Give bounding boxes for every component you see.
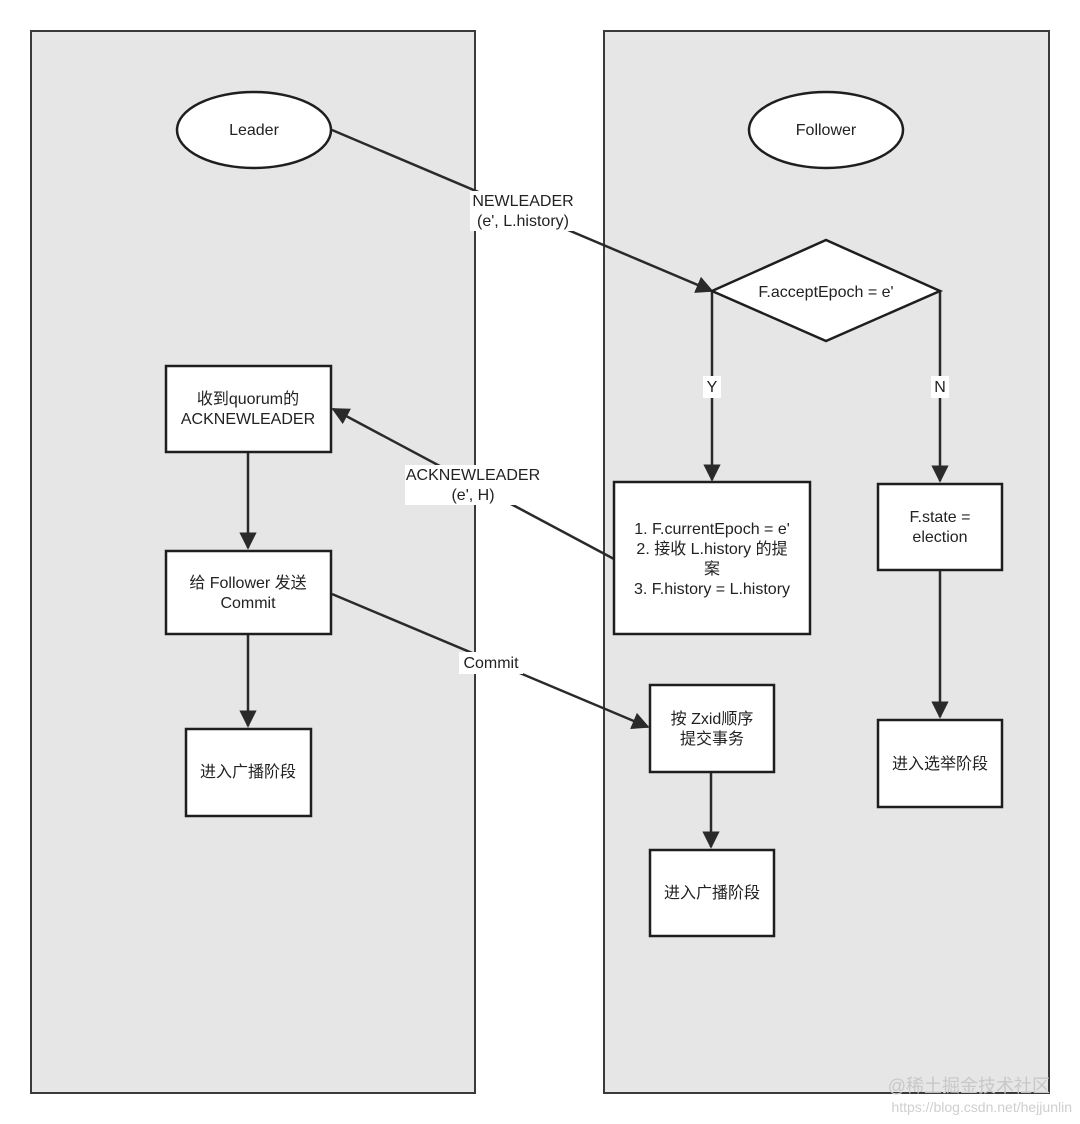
leader-title: Leader bbox=[229, 122, 279, 139]
follower-title: Follower bbox=[796, 122, 857, 139]
send-commit-line1: 给 Follower 发送 bbox=[189, 574, 306, 592]
send-commit-box bbox=[164, 549, 333, 636]
follower-state-box bbox=[876, 482, 1004, 572]
follower-node bbox=[747, 90, 905, 170]
decision-label: F.acceptEpoch = e' bbox=[758, 284, 893, 301]
ackleader-label-line1: ACKNEWLEADER bbox=[406, 467, 540, 484]
watermark-line1: @稀土掘金技术社区 bbox=[888, 1076, 1050, 1096]
receive-ack-line1: 收到quorum的 bbox=[197, 390, 299, 408]
state-line1: F.state = bbox=[910, 509, 971, 526]
accept-line2: 2. 接收 L.history 的提 bbox=[636, 540, 787, 558]
receive-quorum-ack-box bbox=[164, 364, 333, 454]
newleader-label-bg bbox=[470, 191, 576, 231]
accept-line1: 1. F.currentEpoch = e' bbox=[634, 521, 790, 538]
ackleader-label-line2: (e', H) bbox=[451, 487, 494, 504]
no-label-bg bbox=[931, 376, 949, 398]
leader-broadcast-box bbox=[184, 727, 313, 818]
follower-election-box bbox=[876, 718, 1004, 809]
accept-line4: 3. F.history = L.history bbox=[634, 581, 790, 598]
watermark-line2: https://blog.csdn.net/hejjunlin bbox=[891, 1099, 1072, 1115]
newleader-label-line2: (e', L.history) bbox=[477, 213, 569, 230]
no-label: N bbox=[934, 379, 946, 396]
commit-label: Commit bbox=[463, 655, 519, 672]
leader-broadcast-label: 进入广播阶段 bbox=[200, 763, 296, 781]
follower-broadcast-box bbox=[648, 848, 776, 938]
follower-commit-line1: 按 Zxid顺序 bbox=[671, 710, 754, 728]
election-label: 进入选举阶段 bbox=[892, 755, 988, 773]
accept-epoch-decision bbox=[708, 238, 944, 343]
ackleader-label-bg bbox=[405, 465, 541, 505]
yes-label: Y bbox=[707, 379, 718, 396]
state-line2: election bbox=[912, 529, 967, 546]
accept-line3: 案 bbox=[704, 560, 720, 578]
newleader-label-line1: NEWLEADER bbox=[472, 193, 573, 210]
follower-commit-line2: 提交事务 bbox=[680, 730, 744, 748]
accept-history-box bbox=[612, 480, 812, 636]
leader-node bbox=[175, 90, 333, 170]
follower-commit-box bbox=[648, 683, 776, 774]
send-commit-line2: Commit bbox=[220, 595, 276, 612]
follower-broadcast-label: 进入广播阶段 bbox=[664, 884, 760, 902]
yes-label-bg bbox=[703, 376, 721, 398]
receive-ack-line2: ACKNEWLEADER bbox=[181, 411, 315, 428]
commit-label-bg bbox=[459, 652, 523, 674]
